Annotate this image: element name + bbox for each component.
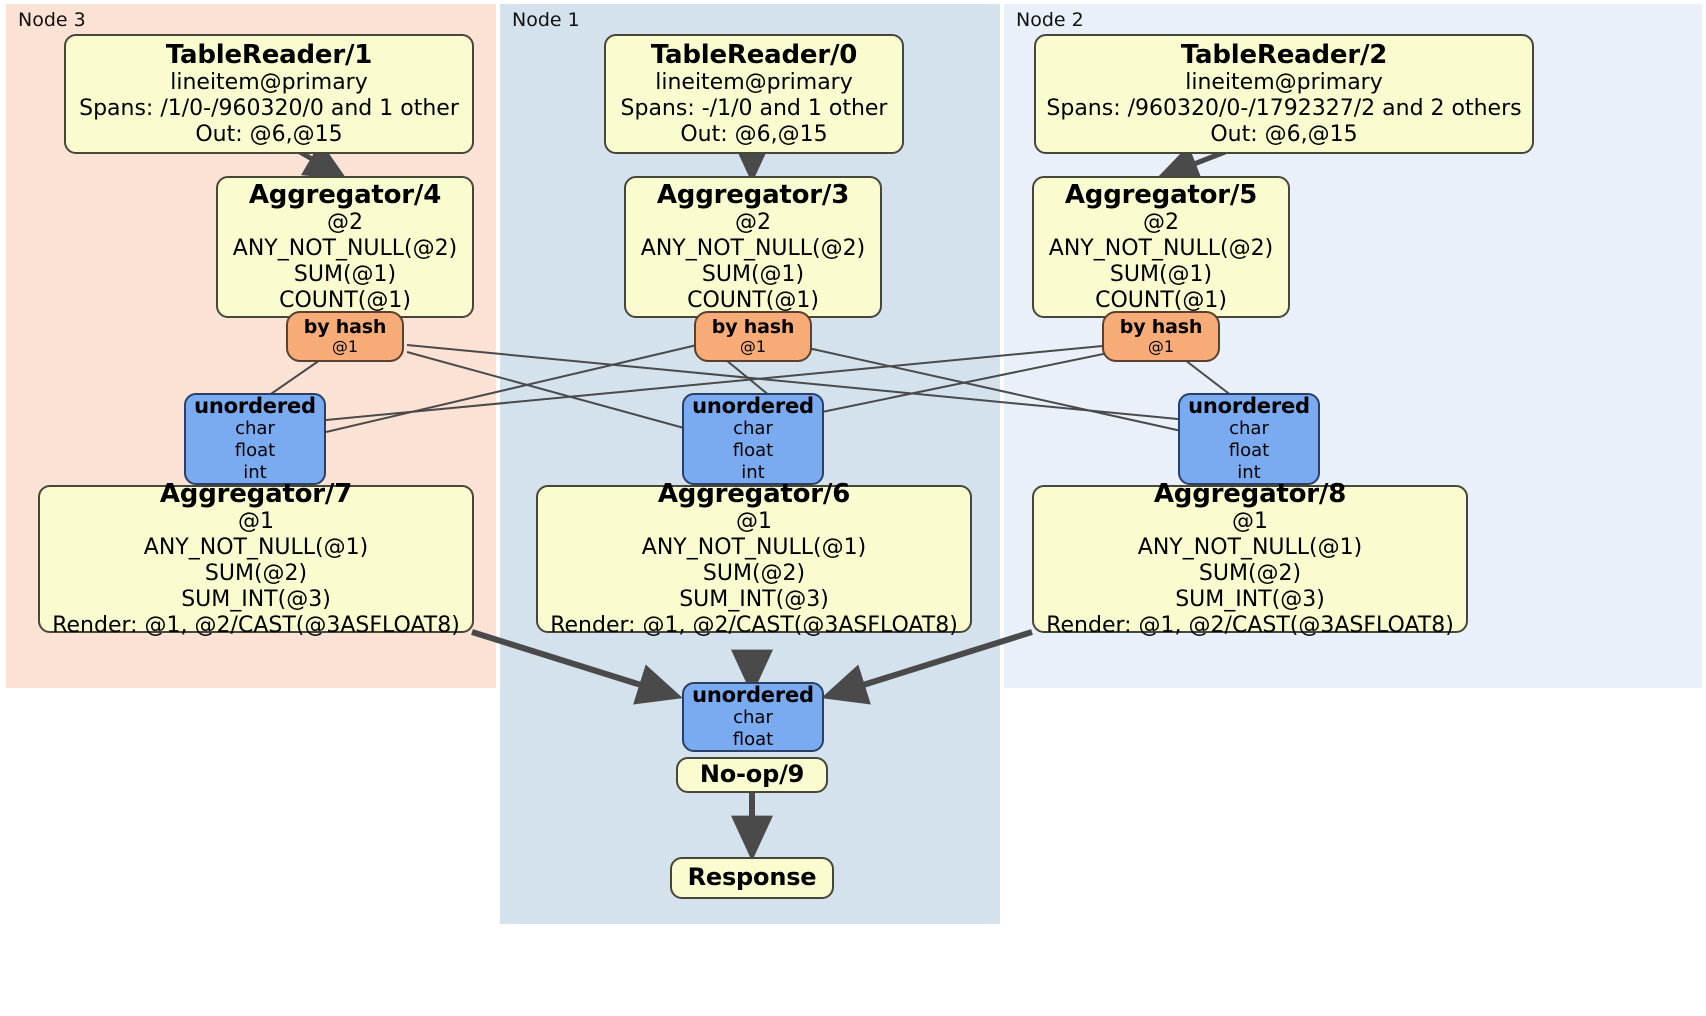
box-line: Spans: /1/0-/960320/0 and 1 other	[79, 96, 459, 122]
box-response[interactable]: Response	[670, 857, 834, 899]
box-title: Aggregator/4	[248, 180, 442, 211]
box-title: TableReader/2	[1180, 39, 1388, 70]
box-tablereader-1[interactable]: TableReader/1 lineitem@primary Spans: /1…	[64, 34, 474, 154]
box-aggregator-8[interactable]: Aggregator/8 @1 ANY_NOT_NULL(@1) SUM(@2)…	[1032, 479, 1468, 638]
router-line: @1	[739, 337, 767, 357]
box-line: @1	[238, 509, 274, 535]
router-line: @1	[331, 337, 359, 357]
box-line: @2	[327, 210, 363, 236]
box-line: lineitem@primary	[655, 70, 853, 96]
box-line: ANY_NOT_NULL(@1)	[1137, 535, 1363, 561]
sync-line: float	[234, 439, 276, 461]
box-line: Out: @6,@15	[195, 122, 343, 148]
sync-line: float	[732, 728, 774, 750]
box-line: SUM(@1)	[293, 262, 397, 288]
sync-unordered-node2[interactable]: unordered char float int	[1178, 393, 1320, 485]
sync-unordered-final[interactable]: unordered char float	[682, 682, 824, 752]
box-tablereader-2[interactable]: TableReader/2 lineitem@primary Spans: /9…	[1034, 34, 1534, 154]
box-title: Aggregator/6	[657, 479, 851, 510]
box-title: Aggregator/8	[1153, 479, 1347, 510]
sync-line: float	[732, 439, 774, 461]
box-aggregator-4[interactable]: Aggregator/4 @2 ANY_NOT_NULL(@2) SUM(@1)…	[216, 176, 474, 318]
router-by-hash-node3[interactable]: by hash @1	[286, 311, 404, 362]
box-line: ANY_NOT_NULL(@2)	[1048, 236, 1274, 262]
box-aggregator-7[interactable]: Aggregator/7 @1 ANY_NOT_NULL(@1) SUM(@2)…	[38, 479, 474, 638]
sync-line: int	[243, 461, 267, 483]
box-title: TableReader/0	[650, 39, 858, 70]
box-line: SUM(@2)	[702, 561, 806, 587]
box-title: TableReader/1	[165, 39, 373, 70]
router-line: @1	[1147, 337, 1175, 357]
box-line: COUNT(@1)	[1095, 288, 1227, 314]
box-line: @2	[735, 210, 771, 236]
router-title: by hash	[711, 316, 795, 339]
sync-line: char	[733, 418, 773, 440]
box-line: @2	[1143, 210, 1179, 236]
box-line: Spans: /960320/0-/1792327/2 and 2 others	[1046, 96, 1522, 122]
sync-title: unordered	[692, 393, 814, 418]
sync-title: unordered	[1188, 393, 1310, 418]
node-panel-label-node1: Node 1	[512, 9, 580, 31]
box-title: Aggregator/5	[1064, 180, 1258, 211]
box-aggregator-3[interactable]: Aggregator/3 @2 ANY_NOT_NULL(@2) SUM(@1)…	[624, 176, 882, 318]
sync-title: unordered	[692, 682, 814, 707]
box-line: Spans: -/1/0 and 1 other	[620, 96, 888, 122]
box-line: COUNT(@1)	[687, 288, 819, 314]
sync-line: int	[741, 461, 765, 483]
box-line: SUM_INT(@3)	[1175, 587, 1325, 613]
router-title: by hash	[303, 316, 387, 339]
box-line: SUM(@2)	[1198, 561, 1302, 587]
box-line: ANY_NOT_NULL(@1)	[143, 535, 369, 561]
box-aggregator-5[interactable]: Aggregator/5 @2 ANY_NOT_NULL(@2) SUM(@1)…	[1032, 176, 1290, 318]
box-line: Render: @1, @2/CAST(@3ASFLOAT8)	[52, 613, 460, 639]
box-line: SUM(@1)	[1109, 262, 1213, 288]
box-line: @1	[1232, 509, 1268, 535]
box-line: SUM(@2)	[204, 561, 308, 587]
sync-title: unordered	[194, 393, 316, 418]
router-by-hash-node2[interactable]: by hash @1	[1102, 311, 1220, 362]
box-title: No-op/9	[699, 760, 805, 789]
box-line: SUM_INT(@3)	[181, 587, 331, 613]
box-line: lineitem@primary	[170, 70, 368, 96]
sync-unordered-node1[interactable]: unordered char float int	[682, 393, 824, 485]
box-line: Out: @6,@15	[1210, 122, 1358, 148]
box-tablereader-0[interactable]: TableReader/0 lineitem@primary Spans: -/…	[604, 34, 904, 154]
box-line: ANY_NOT_NULL(@2)	[232, 236, 458, 262]
sync-line: int	[1237, 461, 1261, 483]
sync-line: char	[1229, 418, 1269, 440]
box-noop-9[interactable]: No-op/9	[676, 757, 828, 793]
box-line: SUM(@1)	[701, 262, 805, 288]
sync-line: char	[235, 418, 275, 440]
box-line: @1	[736, 509, 772, 535]
node-panel-label-node3: Node 3	[18, 9, 86, 31]
box-title: Aggregator/7	[159, 479, 353, 510]
box-line: SUM_INT(@3)	[679, 587, 829, 613]
sync-line: float	[1228, 439, 1270, 461]
node-panel-label-node2: Node 2	[1016, 9, 1084, 31]
box-title: Response	[687, 863, 817, 892]
box-line: Render: @1, @2/CAST(@3ASFLOAT8)	[550, 613, 958, 639]
box-line: Out: @6,@15	[680, 122, 828, 148]
sync-line: char	[733, 707, 773, 729]
box-line: ANY_NOT_NULL(@2)	[640, 236, 866, 262]
box-line: ANY_NOT_NULL(@1)	[641, 535, 867, 561]
box-line: Render: @1, @2/CAST(@3ASFLOAT8)	[1046, 613, 1454, 639]
box-title: Aggregator/3	[656, 180, 850, 211]
box-line: COUNT(@1)	[279, 288, 411, 314]
router-title: by hash	[1119, 316, 1203, 339]
sync-unordered-node3[interactable]: unordered char float int	[184, 393, 326, 485]
box-aggregator-6[interactable]: Aggregator/6 @1 ANY_NOT_NULL(@1) SUM(@2)…	[536, 479, 972, 638]
router-by-hash-node1[interactable]: by hash @1	[694, 311, 812, 362]
box-line: lineitem@primary	[1185, 70, 1383, 96]
